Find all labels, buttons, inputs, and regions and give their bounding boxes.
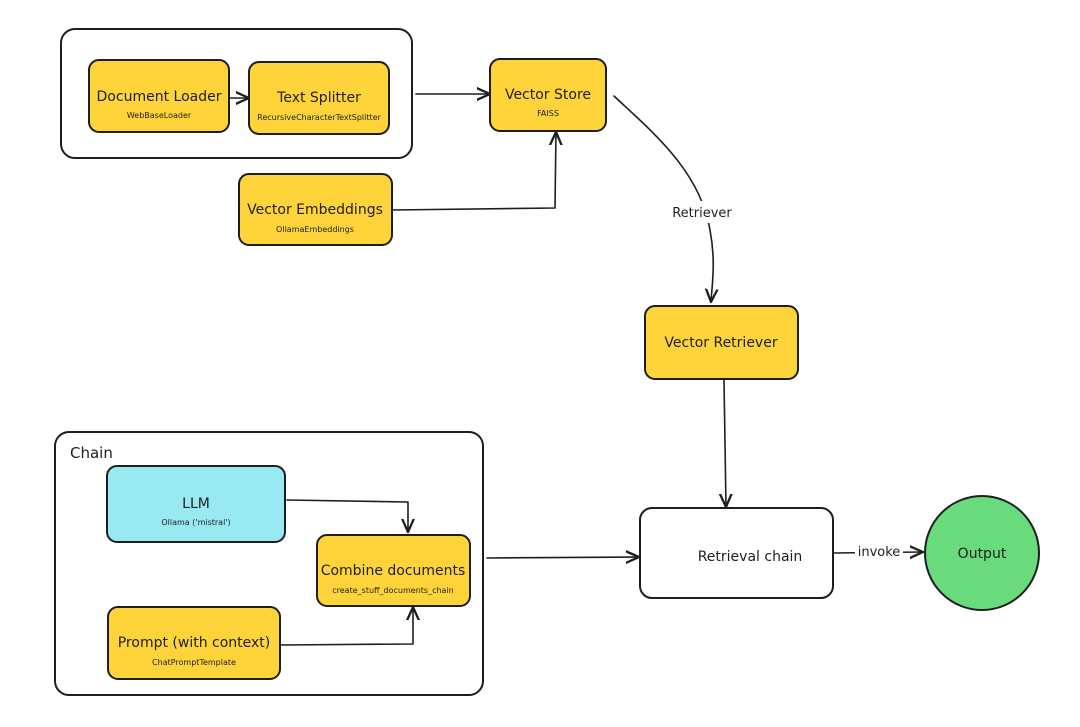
node-vector-store[interactable]: Vector Store FAISS — [489, 58, 607, 132]
node-prompt-title: Prompt (with context) — [118, 635, 271, 651]
node-combine-documents-title: Combine documents — [321, 563, 466, 579]
node-text-splitter-box — [248, 61, 390, 135]
edge-retriever-to-retrieval-chain — [724, 379, 726, 507]
edge-vector-store-to-retriever — [613, 95, 713, 302]
node-vector-retriever-title: Vector Retriever — [664, 335, 777, 351]
node-llm-box — [106, 465, 286, 543]
edge-prompt-to-combine — [280, 607, 413, 646]
node-output-title: Output — [958, 546, 1007, 562]
node-retrieval-chain-title: Retrieval chain — [698, 549, 803, 565]
edge-label-invoke: invoke — [858, 545, 901, 560]
node-document-loader[interactable]: Document Loader WebBaseLoader — [88, 59, 230, 133]
edge-embeddings-to-vector-store — [391, 132, 556, 211]
node-llm[interactable]: LLM Ollama ('mistral') — [106, 465, 286, 543]
node-prompt-box — [107, 606, 281, 680]
node-vector-store-title: Vector Store — [505, 87, 591, 103]
node-combine-documents-box — [316, 534, 471, 607]
node-vector-retriever[interactable]: Vector Retriever — [644, 305, 799, 380]
node-document-loader-title: Document Loader — [97, 89, 222, 105]
node-output-circle — [924, 495, 1040, 611]
node-llm-title: LLM — [182, 496, 210, 512]
node-vector-store-subtitle: FAISS — [537, 109, 559, 118]
node-prompt-subtitle: ChatPromptTemplate — [152, 658, 236, 667]
node-retrieval-chain-box — [639, 507, 834, 599]
node-text-splitter[interactable]: Text Splitter RecursiveCharacterTextSpli… — [248, 61, 390, 135]
node-vector-embeddings-title: Vector Embeddings — [247, 202, 383, 218]
edge-chain-to-retrieval-chain — [486, 557, 639, 558]
edge-llm-to-combine — [286, 499, 408, 532]
chain-group-label: Chain — [70, 444, 113, 462]
node-retrieval-chain[interactable]: Retrieval chain — [639, 507, 834, 599]
node-output[interactable]: Output — [924, 495, 1040, 611]
node-text-splitter-title: Text Splitter — [276, 90, 361, 106]
node-vector-embeddings[interactable]: Vector Embeddings OllamaEmbeddings — [238, 173, 393, 246]
node-vector-retriever-box — [644, 305, 799, 380]
node-combine-documents-subtitle: create_stuff_documents_chain — [332, 586, 453, 595]
edge-label-retriever: Retriever — [672, 206, 732, 221]
node-llm-subtitle: Ollama ('mistral') — [161, 518, 230, 527]
node-combine-documents[interactable]: Combine documents create_stuff_documents… — [316, 534, 471, 607]
node-vector-embeddings-box — [238, 173, 393, 246]
node-document-loader-box — [88, 59, 230, 133]
node-prompt[interactable]: Prompt (with context) ChatPromptTemplate — [107, 606, 281, 680]
node-vector-embeddings-subtitle: OllamaEmbeddings — [276, 225, 354, 234]
node-text-splitter-subtitle: RecursiveCharacterTextSplitter — [257, 113, 381, 122]
node-vector-store-box — [489, 58, 607, 132]
node-document-loader-subtitle: WebBaseLoader — [127, 111, 192, 120]
